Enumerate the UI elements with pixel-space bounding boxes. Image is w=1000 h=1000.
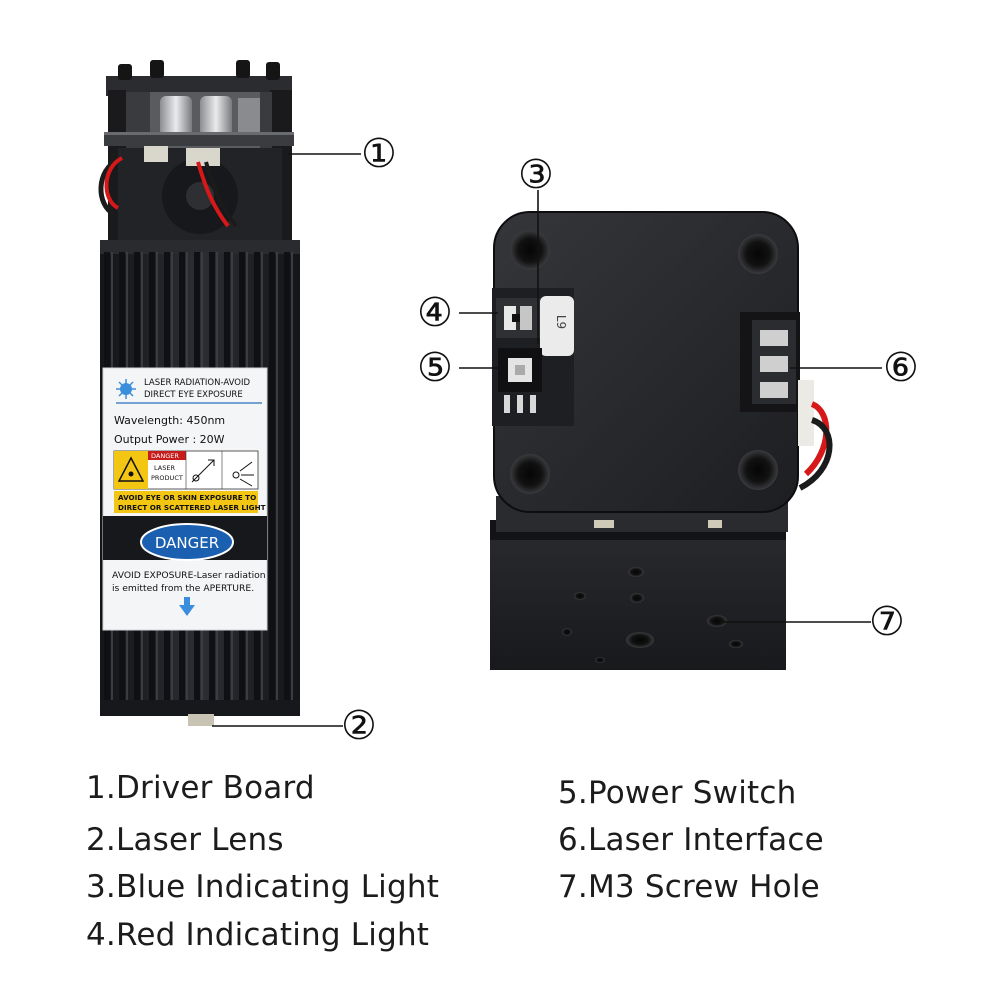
output-power-text: Output Power : 20W [114, 433, 225, 446]
callout-7: ⑦ [869, 600, 905, 644]
callout-1: ① [361, 132, 397, 176]
fan-assembly [98, 60, 294, 242]
heatsink-fin [269, 252, 275, 702]
callout-3: ③ [518, 153, 554, 197]
legend-item-3: 3.Blue Indicating Light [86, 869, 440, 905]
heatsink-fin-highlight [291, 252, 293, 702]
callout-6: ⑥ [883, 346, 919, 390]
heatsink-fin [284, 252, 290, 702]
warn-line-1: AVOID EYE OR SKIN EXPOSURE TO [118, 493, 256, 502]
label-line-1: LASER RADIATION-AVOID [144, 378, 250, 388]
laser-starburst-icon [116, 379, 136, 399]
wavelength-text: Wavelength: 450nm [114, 414, 225, 427]
legend-item-5: 5.Power Switch [558, 775, 797, 811]
callout-2: ② [341, 704, 377, 748]
product-line-2: PRODUCT [151, 474, 183, 482]
callout-4: ④ [417, 291, 453, 335]
screw-holes-row [562, 567, 743, 663]
legend-item-2: 2.Laser Lens [86, 822, 284, 858]
beam-reflection-icon [191, 459, 215, 483]
label-line-2: DIRECT EYE EXPOSURE [144, 390, 243, 400]
driver-board-view: L9 [490, 211, 833, 670]
laser-module: LASER RADIATION-AVOID DIRECT EYE EXPOSUR… [98, 60, 300, 726]
danger-pill: DANGER [155, 534, 219, 552]
warn-line-2: DIRECT OR SCATTERED LASER LIGHT [118, 503, 266, 512]
legend-item-6: 6.Laser Interface [558, 822, 824, 858]
heatsink-block [490, 520, 786, 670]
danger-tag: DANGER [151, 452, 179, 460]
callout-lines [212, 153, 882, 727]
laser-interface-connector [740, 312, 833, 491]
board-marking: L9 [554, 315, 568, 329]
aperture-line-2: is emitted from the APERTURE. [112, 583, 254, 594]
scattered-light-icon [232, 461, 254, 487]
legend-item-7: 7.M3 Screw Hole [558, 869, 820, 905]
aperture-line-1: AVOID EXPOSURE-Laser radiation [112, 570, 266, 581]
power-switch [498, 348, 542, 413]
heatsink-fin-highlight [276, 252, 278, 702]
laser-hazard-icon [117, 456, 145, 482]
legend-item-4: 4.Red Indicating Light [86, 917, 430, 953]
callout-5: ⑤ [417, 346, 453, 390]
legend-item-1: 1.Driver Board [86, 770, 315, 806]
corner-screws [510, 230, 778, 494]
warning-label: LASER RADIATION-AVOID DIRECT EYE EXPOSUR… [102, 367, 268, 631]
arrow-down-icon [179, 597, 195, 616]
product-line-1: LASER [154, 464, 175, 472]
pcb-area: L9 [492, 288, 574, 426]
